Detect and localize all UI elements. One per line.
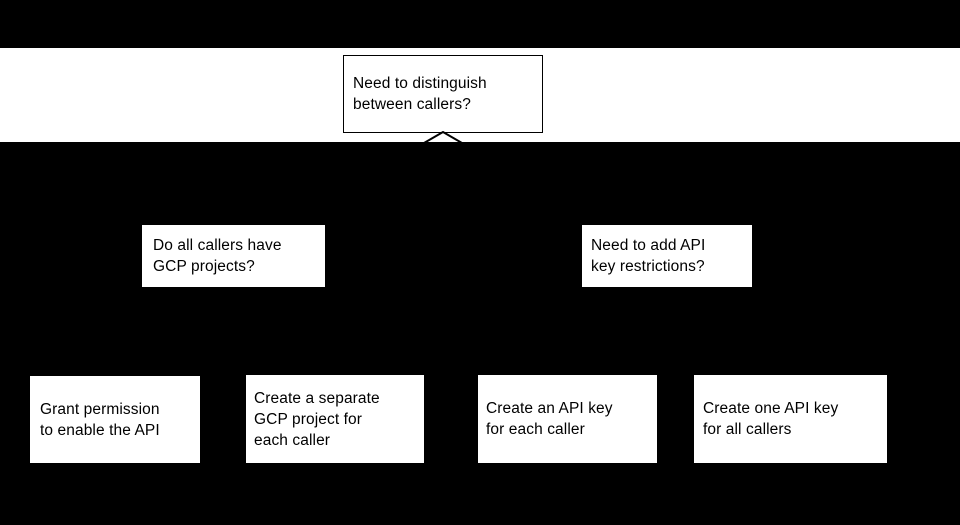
node-create-an-api-key-for-each-caller-label: Create an API key for each caller: [486, 400, 613, 438]
node-grant-permission-to-enable-the-api[interactable]: Grant permission to enable the API: [30, 376, 200, 463]
node-create-a-separate-gcp-project-for-each-caller-label: Create a separate GCP project for each c…: [254, 389, 380, 449]
node-need-to-distinguish-label: Need to distinguish between callers?: [353, 75, 487, 113]
node-do-all-callers-have-gcp-projects-label: Do all callers have GCP projects?: [153, 237, 282, 275]
node-create-one-api-key-for-all-callers[interactable]: Create one API key for all callers: [694, 375, 887, 463]
node-need-to-add-api-key-restrictions-label: Need to add API key restrictions?: [591, 237, 706, 275]
node-create-a-separate-gcp-project-for-each-caller[interactable]: Create a separate GCP project for each c…: [246, 375, 424, 463]
chevron-up-icon: [423, 130, 463, 144]
node-need-to-distinguish[interactable]: Need to distinguish between callers?: [343, 55, 543, 133]
node-create-one-api-key-for-all-callers-label: Create one API key for all callers: [703, 400, 839, 438]
node-create-an-api-key-for-each-caller[interactable]: Create an API key for each caller: [478, 375, 657, 463]
node-need-to-add-api-key-restrictions[interactable]: Need to add API key restrictions?: [582, 225, 752, 287]
node-grant-permission-to-enable-the-api-label: Grant permission to enable the API: [40, 400, 160, 439]
node-do-all-callers-have-gcp-projects[interactable]: Do all callers have GCP projects?: [142, 225, 325, 287]
